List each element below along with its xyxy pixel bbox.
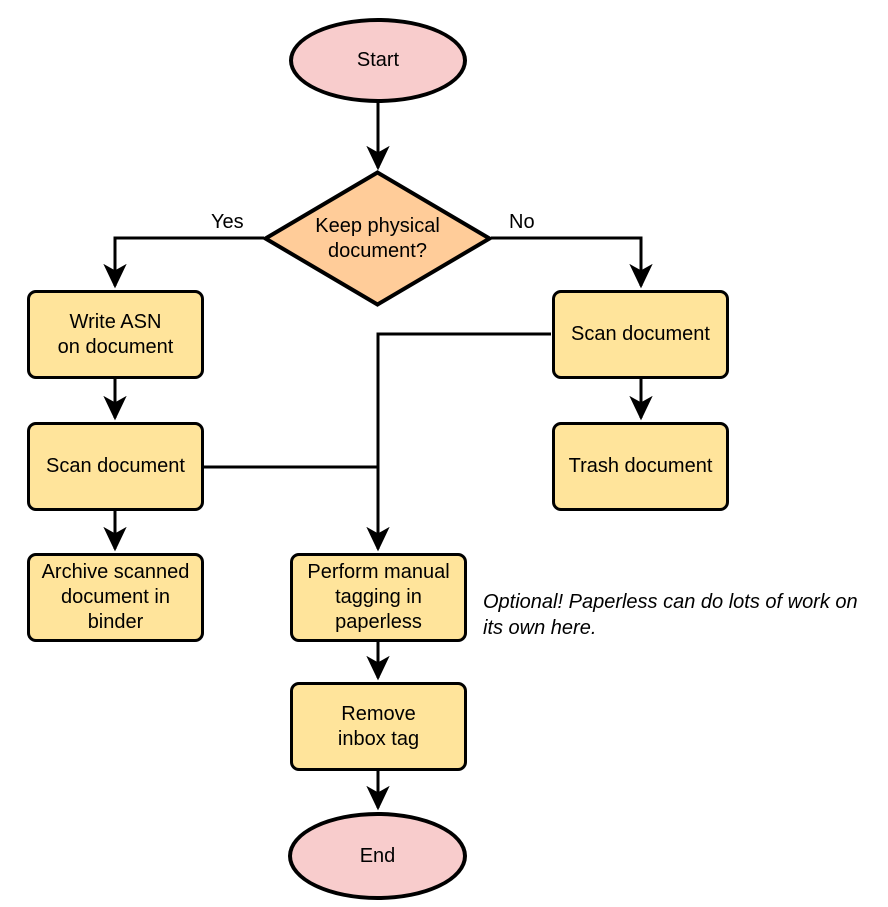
- node-keep-physical-document-label: Keep physical document?: [315, 214, 440, 262]
- node-scan-document-left-label: Scan document: [46, 455, 185, 477]
- edge-decision-no-to-scan-right: [491, 236, 653, 289]
- node-start[interactable]: Start: [289, 18, 467, 103]
- node-perform-manual-tagging-label: Perform manual tagging in paperless: [307, 561, 450, 633]
- node-perform-manual-tagging[interactable]: Perform manual tagging in paperless: [290, 553, 467, 642]
- node-end-label: End: [359, 844, 396, 867]
- annotation-optional-paperless: Optional! Paperless can do lots of work …: [483, 591, 858, 639]
- node-scan-document-left[interactable]: Scan document: [27, 422, 204, 511]
- node-write-asn-on-document[interactable]: Write ASN on document: [27, 290, 204, 379]
- edge-label-no: No: [509, 211, 535, 233]
- edge-decision-yes-to-write-asn: [103, 236, 264, 289]
- node-remove-inbox-tag-label: Remove inbox tag: [337, 702, 420, 750]
- node-scan-document-right-label: Scan document: [571, 323, 710, 345]
- node-end[interactable]: End: [288, 812, 467, 900]
- node-trash-document-label: Trash document: [568, 455, 713, 477]
- edge-label-yes: Yes: [211, 211, 244, 233]
- node-scan-document-right[interactable]: Scan document: [552, 290, 729, 379]
- diamond-shape: [263, 170, 492, 307]
- node-write-asn-on-document-label: Write ASN on document: [57, 310, 174, 358]
- edge-scan-right-to-tagging: [366, 332, 551, 552]
- node-trash-document[interactable]: Trash document: [552, 422, 729, 511]
- node-start-label: Start: [356, 49, 400, 71]
- node-archive-scanned-document-label: Archive scanned document in binder: [41, 561, 190, 633]
- node-remove-inbox-tag[interactable]: Remove inbox tag: [290, 682, 467, 771]
- node-archive-scanned-document[interactable]: Archive scanned document in binder: [27, 553, 204, 642]
- node-keep-physical-document-decision[interactable]: Keep physical document?: [263, 170, 492, 307]
